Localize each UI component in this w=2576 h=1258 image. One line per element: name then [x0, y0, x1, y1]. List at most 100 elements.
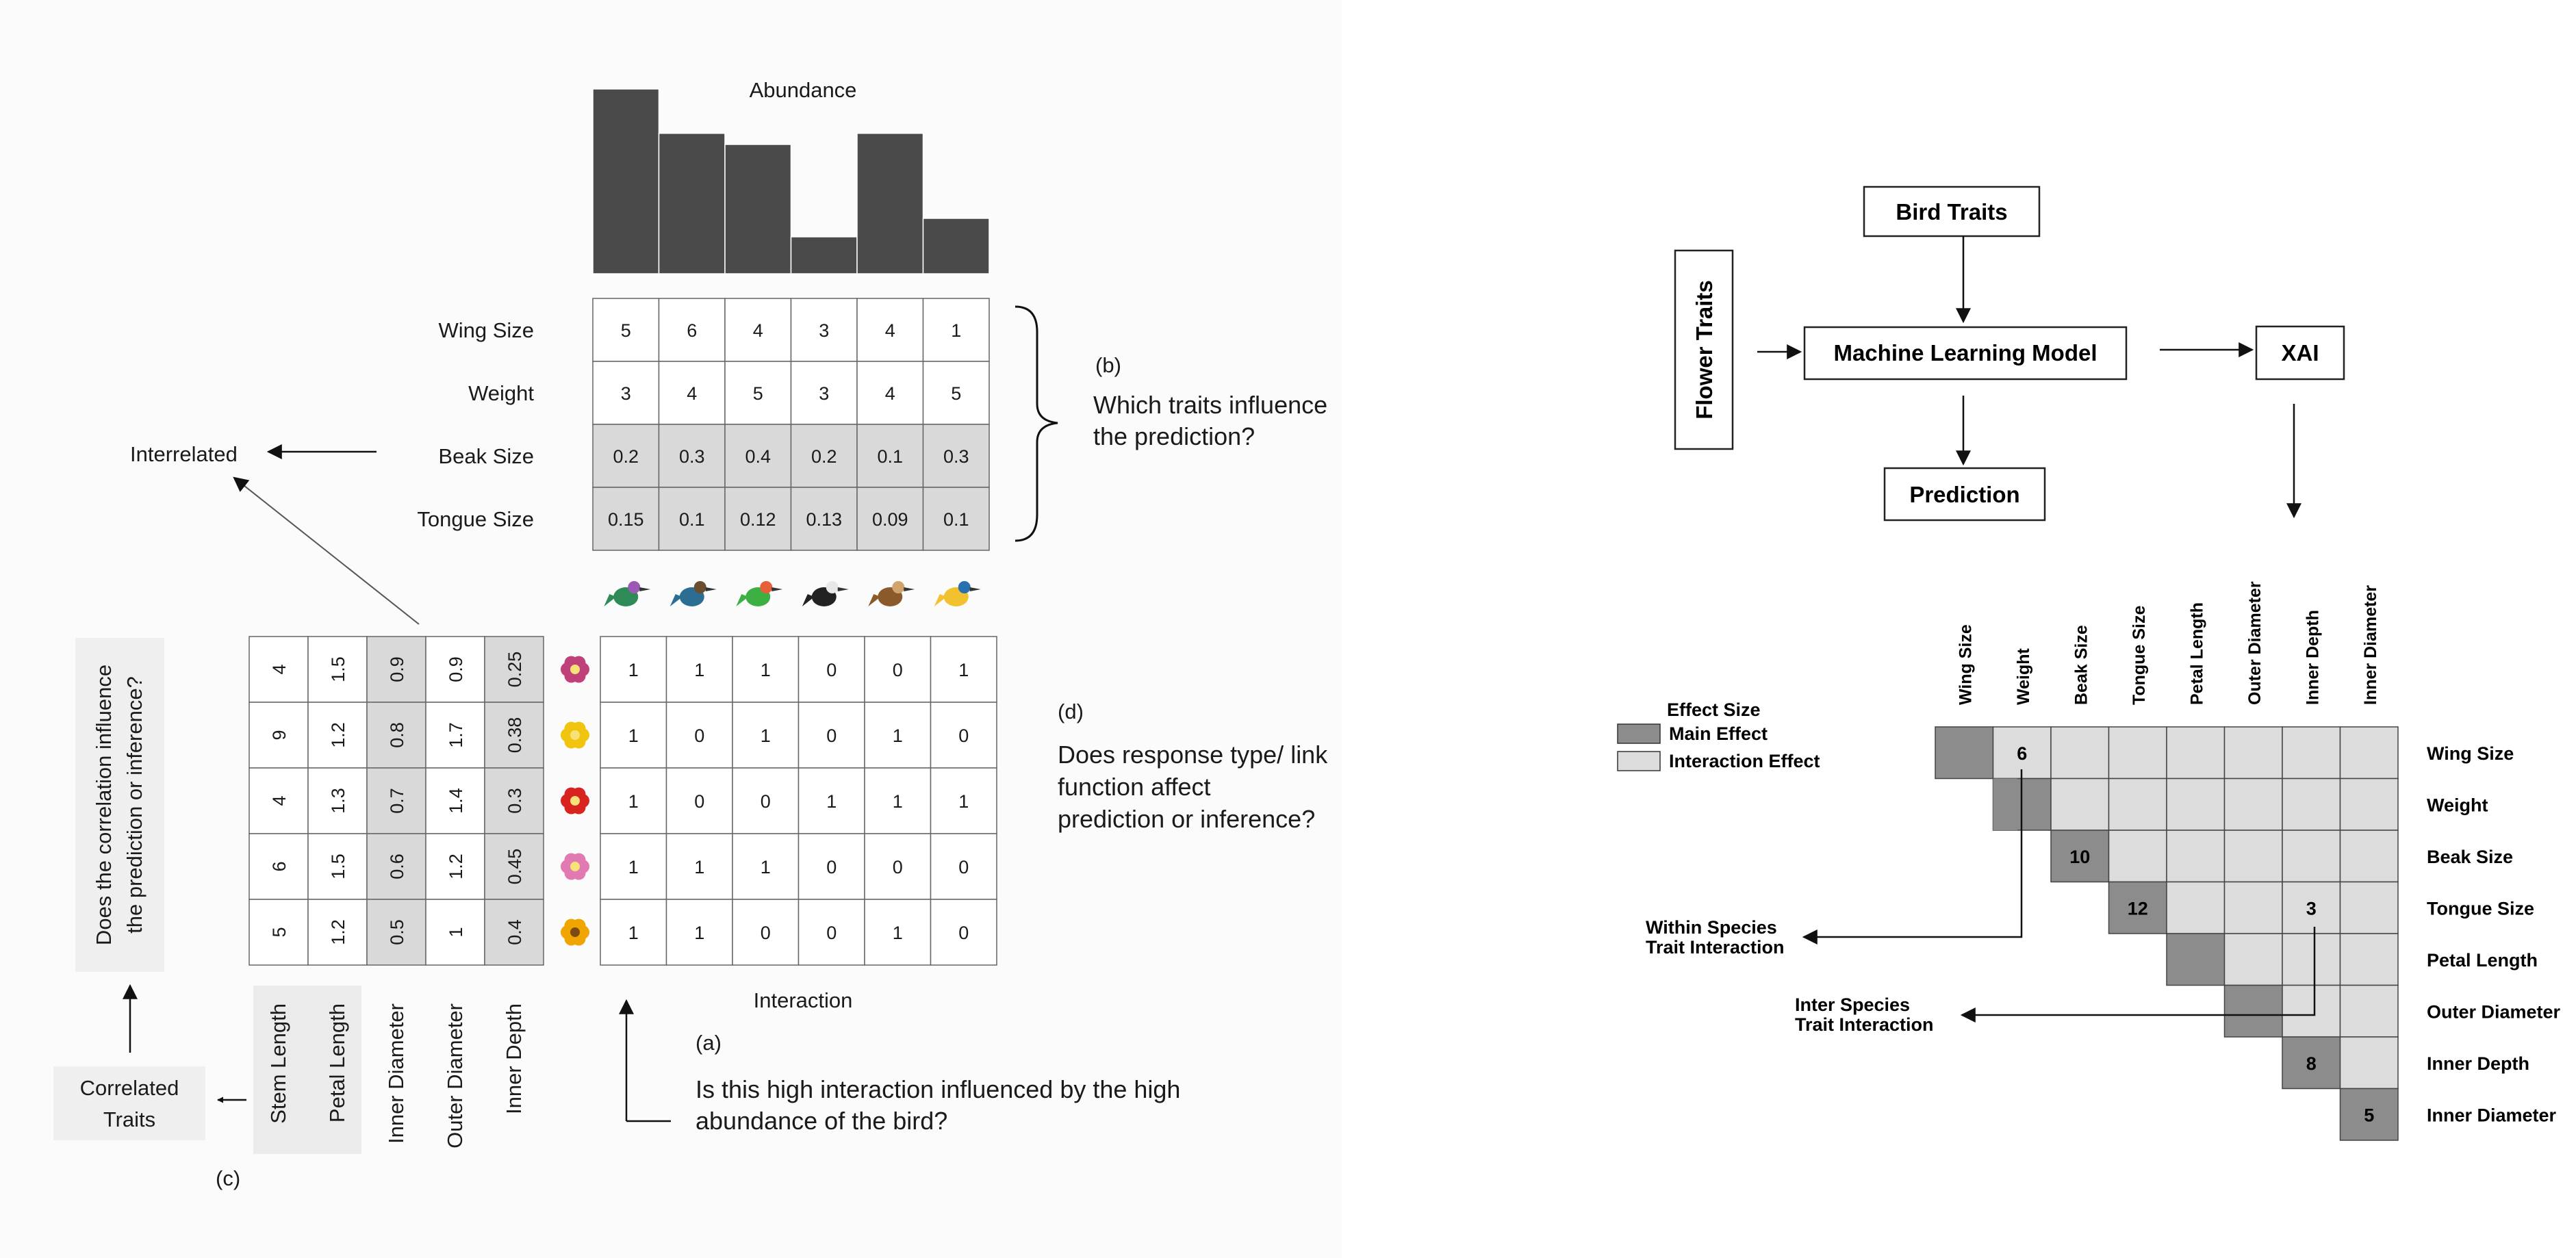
- interaction-cell: [798, 636, 865, 703]
- flower-trait-cell: [307, 899, 368, 966]
- bird-trait-value: 5: [621, 320, 631, 341]
- heatmap-column-label: Inner Depth: [2303, 610, 2322, 705]
- bird-trait-label: Weight: [468, 381, 534, 405]
- heatmap-column-label: Tongue Size: [2130, 606, 2149, 705]
- interaction-value: 0: [694, 726, 704, 746]
- heatmap-cell: [2166, 778, 2226, 831]
- bird-trait-cell: [856, 298, 924, 362]
- flower-trait-value: 0.38: [505, 717, 525, 754]
- pink-flower-icon: [561, 656, 589, 683]
- question-b-line2: the prediction?: [1093, 422, 1255, 450]
- bird-head: [958, 581, 971, 593]
- interaction-value: 0: [958, 923, 969, 943]
- xai-box-label: XAI: [2281, 340, 2319, 365]
- bird-trait-value: 0.3: [943, 446, 969, 467]
- interaction-value: 1: [628, 923, 639, 943]
- interrelated-annotation: Interrelated: [130, 442, 420, 625]
- bird-trait-value: 0.3: [679, 446, 705, 467]
- flower-trait-value: 1.7: [446, 722, 466, 748]
- bird-trait-cell: [592, 487, 660, 551]
- interaction-cell: [665, 702, 733, 769]
- interaction-cell: [798, 702, 865, 769]
- heatmap-cell: [2050, 778, 2110, 831]
- ml-model-box-label: Machine Learning Model: [1833, 340, 2097, 365]
- bird-beak: [837, 587, 849, 591]
- within-species-line1: Within Species: [1646, 917, 1777, 938]
- prediction-box-label: Prediction: [1909, 482, 2019, 507]
- interaction-label: Interaction: [754, 988, 853, 1012]
- ml-model-box: [1803, 326, 2128, 381]
- interaction-value: 1: [628, 726, 639, 746]
- heatmap-cell-accent: [1993, 778, 2017, 830]
- heatmap-column-label: Outer Diameter: [2245, 581, 2265, 705]
- heatmap-cell: [2339, 778, 2399, 831]
- bird-trait-value: 0.09: [872, 509, 908, 530]
- interaction-value: 1: [893, 923, 903, 943]
- interaction-value: 0: [958, 726, 969, 746]
- flower-trait-value: 4: [269, 795, 290, 806]
- bird-trait-cell: [922, 361, 990, 425]
- legend-main-label: Main Effect: [1669, 723, 1768, 744]
- flower-trait-value: 9: [269, 730, 290, 740]
- bird-trait-cell: [790, 487, 858, 551]
- interaction-cell: [665, 767, 733, 834]
- bird-trait-value: 4: [885, 383, 895, 404]
- within-species-line2: Trait Interaction: [1646, 937, 1785, 958]
- heatmap-cell: [2223, 933, 2283, 986]
- flower-trait-cell: [484, 702, 544, 769]
- flower-center: [570, 665, 580, 674]
- correlated-traits-box: [53, 1066, 205, 1140]
- interaction-cell: [864, 702, 932, 769]
- heatmap-column-label: Weight: [2014, 647, 2033, 705]
- heatmap-row-label: Outer Diameter: [2427, 1001, 2561, 1022]
- flower-trait-value: 1.3: [328, 788, 348, 814]
- correlated-traits-annotation: Correlated Traits Does the correlation i…: [53, 638, 246, 1190]
- bird-beak: [771, 587, 783, 591]
- yellow-flower-icon: [561, 721, 589, 749]
- bird-beak: [969, 587, 981, 591]
- heatmap-cell-value: 3: [2306, 898, 2317, 919]
- heatmap-cell: [2339, 1088, 2399, 1141]
- interaction-value: 0: [761, 923, 771, 943]
- flower-trait-value: 4: [269, 664, 290, 674]
- bird-trait-cell: [592, 298, 660, 362]
- tulip-icon: [561, 853, 589, 880]
- bird-beak: [904, 587, 915, 591]
- heatmap-row-label: Beak Size: [2427, 847, 2513, 867]
- owl-icon: [868, 581, 915, 606]
- label-c: (c): [216, 1166, 240, 1190]
- effect-size-legend: Effect Size Main Effect Interaction Effe…: [1617, 699, 1820, 771]
- interaction-value: 1: [694, 660, 704, 680]
- correlation-question-line1: Does the correlation influence: [92, 665, 116, 945]
- prediction-box: [1883, 467, 2046, 522]
- heatmap-cell: [2223, 726, 2283, 780]
- flower-trait-value: 0.9: [446, 656, 466, 682]
- flower-traits-box: [1674, 249, 1734, 450]
- interaction-cell: [732, 767, 800, 834]
- bird-traits-box-label: Bird Traits: [1896, 199, 2007, 224]
- flower-trait-column-label: Petal Length: [325, 1003, 349, 1122]
- flower-trait-value: 0.5: [387, 919, 407, 945]
- bird-trait-cell: [724, 361, 792, 425]
- correlated-traits-line1: Correlated: [80, 1076, 179, 1100]
- heatmap-cell: [2282, 933, 2341, 986]
- interaction-cell: [930, 833, 997, 900]
- flower-trait-cell: [484, 899, 544, 966]
- heatmap-cell: [2339, 1036, 2399, 1090]
- heatmap-column-label: Beak Size: [2071, 625, 2091, 705]
- interaction-value: 1: [628, 791, 639, 812]
- interaction-value: 1: [628, 857, 639, 877]
- flower-trait-value: 1.2: [446, 853, 466, 880]
- bird-head: [760, 581, 773, 593]
- interaction-value: 0: [958, 857, 969, 877]
- inter-species-line2: Trait Interaction: [1795, 1014, 1934, 1035]
- arrow-interrelated-diagonal: [233, 476, 420, 625]
- interaction-cell: [732, 636, 800, 703]
- flower-trait-cell: [366, 833, 426, 900]
- tit-icon: [934, 581, 981, 606]
- flower-trait-value: 0.8: [387, 722, 407, 748]
- bird-traits-annotations: (b) Which traits influence the predictio…: [1015, 305, 1327, 542]
- abundance-bar-0: [592, 88, 660, 274]
